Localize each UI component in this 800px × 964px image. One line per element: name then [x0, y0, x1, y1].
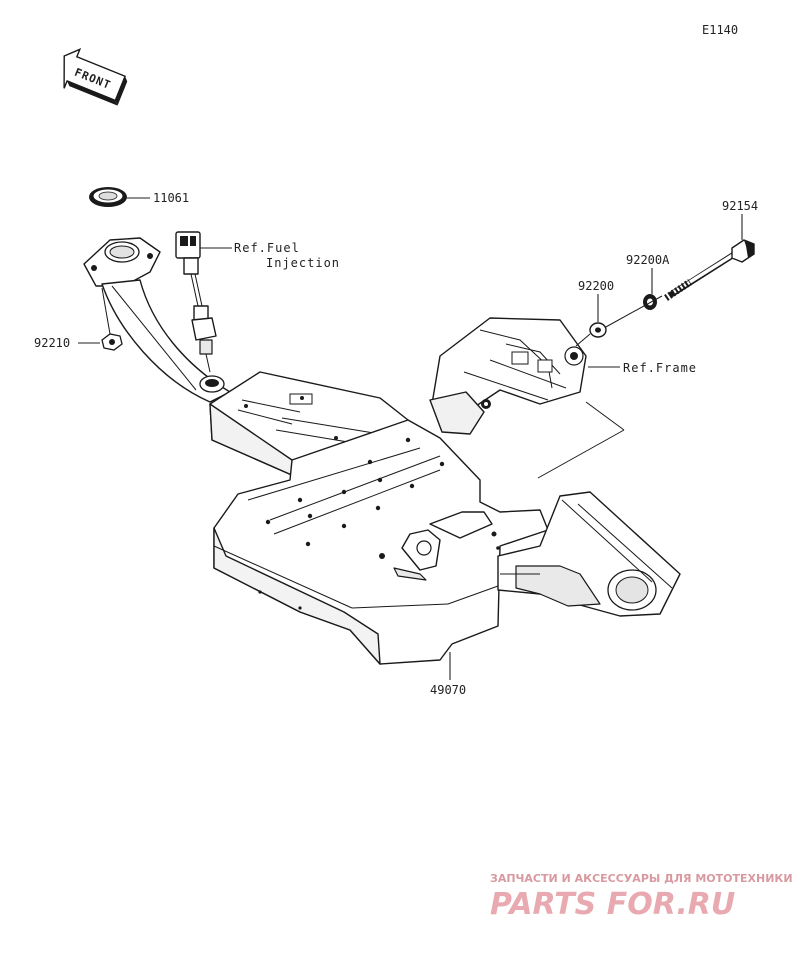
part-label-92200A: 92200A: [626, 253, 670, 267]
part-label-11061: 11061: [153, 191, 189, 205]
ref-frame: Ref.Frame: [623, 361, 697, 375]
watermark-brand: PARTS FOR.RU: [490, 887, 735, 922]
front-arrow-icon: FRONT: [63, 48, 128, 106]
ref-fuel-injection-line1: Ref.Fuel: [234, 241, 300, 255]
sensor-bung: [199, 375, 225, 393]
ref-fuel-injection-line2: Injection: [266, 256, 340, 270]
frame-bracket: [429, 317, 587, 435]
washer-92200A: [643, 294, 657, 310]
gasket-11061: [89, 187, 127, 207]
part-label-49070: 49070: [430, 683, 466, 697]
oxygen-sensor: [175, 231, 217, 373]
part-label-92210: 92210: [34, 336, 70, 350]
diagram-code: E1140: [702, 23, 738, 37]
part-label-92200: 92200: [578, 279, 614, 293]
washer-92200: [589, 322, 607, 338]
nut-92210: [101, 333, 123, 351]
part-label-92154: 92154: [722, 199, 758, 213]
watermark-caption: ЗАПЧАСТИ И АКСЕССУАРЫ ДЛЯ МОТОТЕХНИКИ: [490, 872, 793, 885]
muffler-49070: [209, 371, 681, 665]
bolt-92154: [664, 239, 755, 301]
